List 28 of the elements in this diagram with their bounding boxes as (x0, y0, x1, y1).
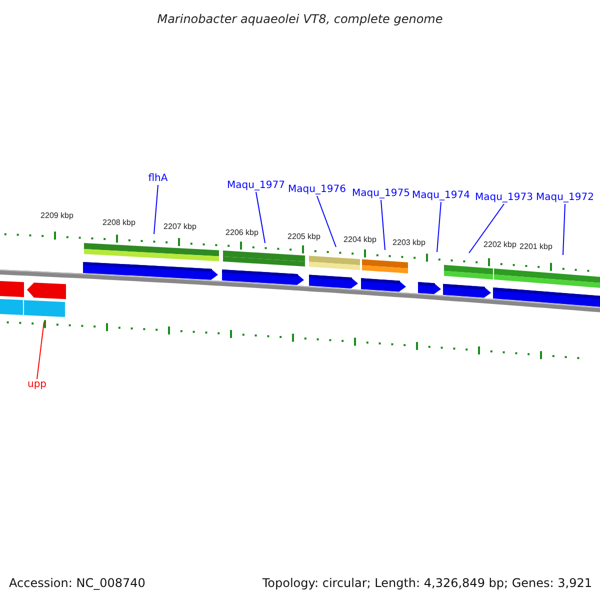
genome-summary-text: Topology: circular; Length: 4,326,849 bp; Genes: 3,921 (262, 575, 592, 592)
leader-line (36, 322, 44, 380)
scale-label: 2201 kbp (520, 242, 552, 251)
scale-label: 2205 kbp (288, 232, 320, 241)
gene-label: Maqu_1977 (227, 180, 285, 192)
chart-title: Marinobacter aquaeolei VT8, complete genome (157, 11, 443, 28)
leader-line (316, 196, 336, 248)
gene-label: flhA (148, 173, 168, 185)
scale-label: 2206 kbp (226, 228, 258, 237)
leader-line (256, 192, 266, 244)
gene-label: upp (27, 379, 47, 391)
gene-label: Maqu_1975 (352, 188, 410, 200)
leader-line (154, 184, 158, 234)
gene-label: Maqu_1974 (412, 190, 470, 202)
scale-label: 2204 kbp (344, 235, 376, 244)
leader-line (468, 204, 504, 254)
scale-label: 2202 kbp (484, 240, 516, 249)
gene-label: Maqu_1972 (536, 192, 594, 204)
gene-label: Maqu_1973 (475, 192, 533, 204)
leader-line (436, 202, 442, 252)
gene-label: Maqu_1976 (288, 184, 346, 196)
leader-line (562, 204, 566, 256)
accession-text: Accession: NC_008740 (9, 575, 146, 592)
scale-label: 2203 kbp (392, 238, 426, 247)
scale-label: 2207 kbp (164, 222, 196, 231)
scale-label: 2209 kbp (40, 211, 74, 220)
leader-line (380, 200, 386, 250)
scale-label: 2208 kbp (102, 218, 136, 227)
